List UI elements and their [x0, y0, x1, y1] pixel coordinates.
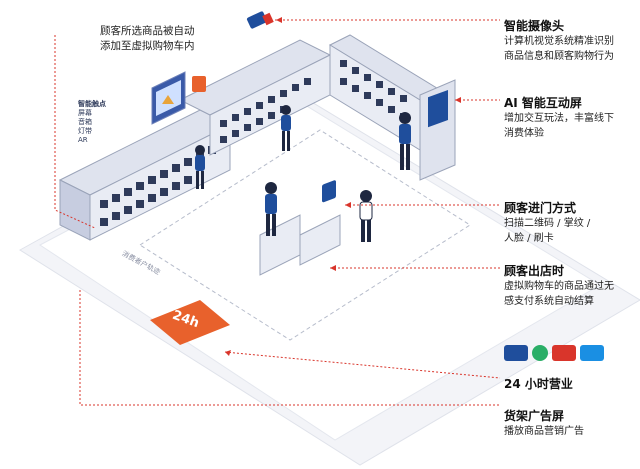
- sign-24h: [150, 300, 230, 345]
- shelf-ad-screen: [151, 71, 206, 125]
- feature-exit: 顾客出店时 虚拟购物车的商品通过无 感支付系统自动结算: [504, 263, 614, 309]
- touchpoint-item: 屏幕: [78, 109, 92, 117]
- ai-interactive-screen: [419, 79, 456, 181]
- feature-desc: 增加交互玩法，丰富线下: [504, 113, 614, 124]
- feature-title: 货架广告屏: [504, 409, 565, 423]
- camera-icon: [246, 11, 274, 29]
- intro-line-2: 添加至虚拟购物车内: [100, 40, 195, 52]
- card-icon: [552, 345, 576, 361]
- touchpoint-heading: 智能触点: [78, 100, 106, 108]
- feature-desc: 播放商品营销广告: [504, 426, 584, 437]
- touchpoint-item: AR: [78, 136, 88, 144]
- line-intro: [54, 35, 96, 229]
- touchpoint-item: 灯带: [78, 127, 92, 135]
- feature-title: AI 智能互动屏: [504, 96, 582, 110]
- feature-desc: 感支付系统自动结算: [504, 296, 594, 307]
- feature-ad-screen: 货架广告屏 播放商品营销广告: [504, 408, 584, 439]
- shoppers: [195, 105, 411, 242]
- shelf-back: [178, 39, 332, 156]
- feature-desc: 计算机视觉系统精准识别: [504, 36, 614, 47]
- smart-touchpoints: 智能触点 屏幕 音箱 灯带 AR: [78, 100, 106, 145]
- intro-line-1: 顾客所选商品被自动: [100, 25, 195, 37]
- feature-desc: 扫描二维码 / 掌纹 /: [504, 218, 591, 229]
- feature-desc: 消费体验: [504, 128, 544, 139]
- feature-camera: 智能摄像头 计算机视觉系统精准识别 商品信息和顾客购物行为: [504, 18, 614, 64]
- customer-path: [139, 129, 471, 341]
- feature-title: 顾客出店时: [504, 264, 565, 278]
- feature-title: 顾客进门方式: [504, 201, 577, 215]
- intro-text: 顾客所选商品被自动 添加至虚拟购物车内: [100, 24, 195, 54]
- callout-arrows: [225, 17, 461, 356]
- payment-icons: [504, 345, 604, 361]
- feature-desc: 人脸 / 刷卡: [504, 233, 554, 244]
- feature-entry: 顾客进门方式 扫描二维码 / 掌纹 / 人脸 / 刷卡: [504, 200, 590, 246]
- feature-desc: 虚拟购物车的商品通过无: [504, 281, 614, 292]
- feature-title: 24 小时营业: [504, 377, 573, 391]
- alipay-icon: [580, 345, 604, 361]
- unionpay-icon: [504, 345, 528, 361]
- feature-title: 智能摄像头: [504, 19, 565, 33]
- feature-desc: 商品信息和顾客购物行为: [504, 51, 614, 62]
- wechat-pay-icon: [532, 345, 548, 361]
- feature-ai-screen: AI 智能互动屏 增加交互玩法，丰富线下 消费体验: [504, 95, 614, 141]
- feature-24h: 24 小时营业: [504, 376, 573, 392]
- callout-lines: [54, 19, 501, 406]
- touchpoint-item: 音箱: [78, 118, 92, 126]
